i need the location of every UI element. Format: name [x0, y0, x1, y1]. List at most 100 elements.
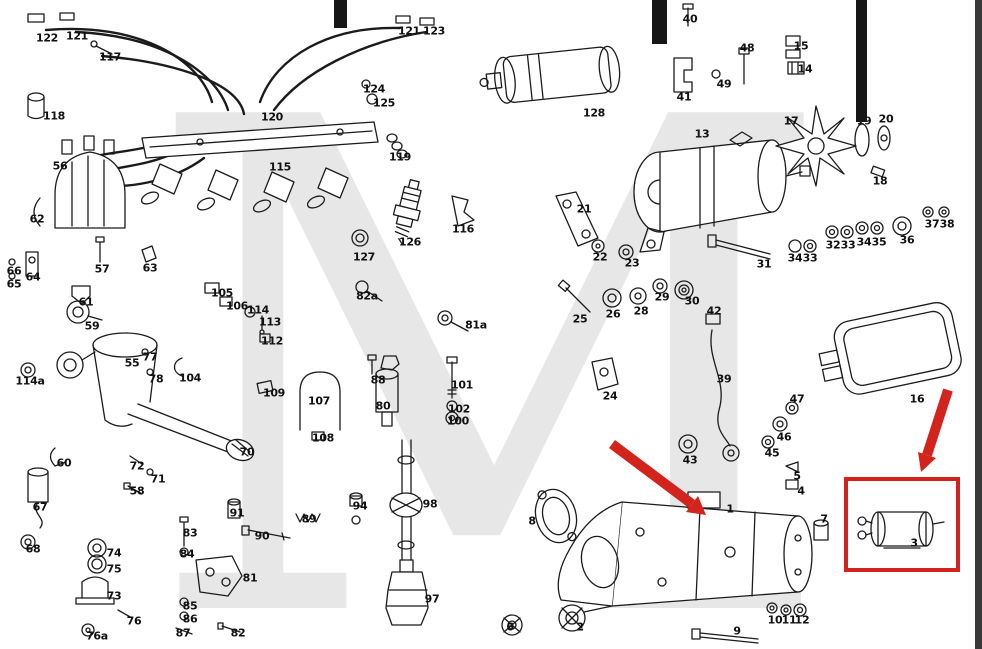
part-label-76a: 76a [86, 629, 108, 643]
part-label-90: 90 [254, 529, 270, 543]
part-label-62: 62 [29, 212, 45, 226]
part-label-45: 45 [764, 446, 780, 460]
part-label-87: 87 [175, 626, 191, 640]
spark-plug-boot [306, 167, 349, 209]
part-label-23: 23 [624, 256, 640, 270]
part-label-83: 83 [182, 526, 198, 540]
drive-pinion [501, 604, 613, 636]
starter-motor [557, 491, 813, 607]
spark-plug-boot [252, 171, 295, 213]
part-label-72: 72 [129, 459, 145, 473]
part-label-57: 57 [94, 262, 110, 276]
part-label-5: 5 [793, 469, 801, 483]
plug-washer [351, 229, 369, 247]
part-label-124: 124 [362, 82, 386, 96]
part-label-28: 28 [633, 304, 649, 318]
part-label-88: 88 [370, 373, 386, 387]
ring-terminal [355, 280, 469, 332]
part-label-98: 98 [422, 497, 438, 511]
drive-shaft [389, 439, 423, 561]
part-label-84: 84 [179, 547, 195, 561]
part-label-117: 117 [98, 50, 122, 64]
distributor-body [56, 332, 255, 462]
part-label-114: 114 [246, 303, 270, 317]
plug-wire-rail [140, 121, 379, 213]
part-label-39: 39 [716, 372, 732, 386]
part-label-3: 3 [910, 536, 918, 550]
part-label-19: 19 [856, 114, 872, 128]
part-label-108: 108 [311, 431, 335, 445]
part-label-109: 109 [262, 386, 286, 400]
part-label-4: 4 [797, 484, 805, 498]
starter-gasket [534, 488, 578, 544]
part-label-125: 125 [372, 96, 396, 110]
part-label-24: 24 [602, 389, 618, 403]
coil-hardware [673, 3, 805, 93]
linkage-hardware [227, 492, 363, 541]
part-label-20: 20 [878, 112, 894, 126]
part-label-75: 75 [106, 562, 122, 576]
part-label-80: 80 [375, 399, 391, 413]
part-label-112: 112 [260, 334, 284, 348]
pulley-set [854, 123, 891, 178]
part-label-128: 128 [582, 106, 606, 120]
part-label-107: 107 [307, 394, 331, 408]
part-label-35: 35 [871, 235, 887, 249]
part-label-29: 29 [654, 290, 670, 304]
part-label-22: 22 [592, 250, 608, 264]
washers-left [20, 362, 107, 574]
part-label-7: 7 [820, 512, 828, 526]
part-label-106: 106 [225, 299, 249, 313]
part-label-82: 82 [230, 626, 246, 640]
part-label-121: 121 [65, 29, 89, 43]
part-label-46: 46 [776, 430, 792, 444]
part-label-42: 42 [706, 304, 722, 318]
part-label-55: 55 [124, 356, 140, 370]
part-label-82a: 82a [356, 289, 378, 303]
part-label-101: 101 [450, 378, 474, 392]
part-label-64: 64 [25, 270, 41, 284]
part-label-33: 33 [840, 238, 856, 252]
part-label-31: 31 [756, 257, 772, 271]
part-label-94: 94 [352, 499, 368, 513]
part-label-1: 1 [726, 502, 734, 516]
part-label-127: 127 [352, 250, 376, 264]
mount-bracket-81 [175, 516, 243, 635]
part-label-97: 97 [424, 592, 440, 606]
part-label-115: 115 [268, 160, 292, 174]
part-label-21: 21 [576, 202, 592, 216]
part-label-77: 77 [142, 350, 158, 364]
part-label-123: 123 [422, 24, 446, 38]
part-label-13: 13 [694, 127, 710, 141]
part-label-73: 73 [106, 589, 122, 603]
part-label-118: 118 [42, 109, 66, 123]
part-label-60: 60 [56, 456, 72, 470]
part-label-102: 102 [447, 402, 471, 416]
clamp-hardware [49, 348, 274, 495]
washer-row-left [557, 278, 694, 313]
dust-cap-73 [75, 576, 133, 637]
part-label-9: 9 [733, 624, 741, 638]
part-label-76: 76 [126, 614, 142, 628]
part-label-81a: 81a [465, 318, 487, 332]
spark-plug-boot [140, 163, 183, 205]
part-label-70: 70 [239, 445, 255, 459]
part-label-56: 56 [52, 159, 68, 173]
part-label-122: 122 [35, 31, 59, 45]
bent-terminal [451, 195, 475, 227]
part-label-2: 2 [576, 620, 584, 634]
part-label-12: 12 [794, 613, 810, 627]
spark-plug-boot [196, 169, 239, 211]
condenser-67 [27, 467, 49, 529]
part-label-104: 104 [178, 371, 202, 385]
part-label-68: 68 [25, 542, 41, 556]
generator [633, 131, 811, 253]
part-label-63: 63 [142, 261, 158, 275]
part-label-38: 38 [939, 217, 955, 231]
part-label-81: 81 [242, 571, 258, 585]
part-label-105: 105 [210, 286, 234, 300]
part-label-78: 78 [148, 372, 164, 386]
part-label-6: 6 [506, 620, 514, 634]
part-label-48: 48 [739, 41, 755, 55]
part-label-34: 34 [856, 235, 872, 249]
